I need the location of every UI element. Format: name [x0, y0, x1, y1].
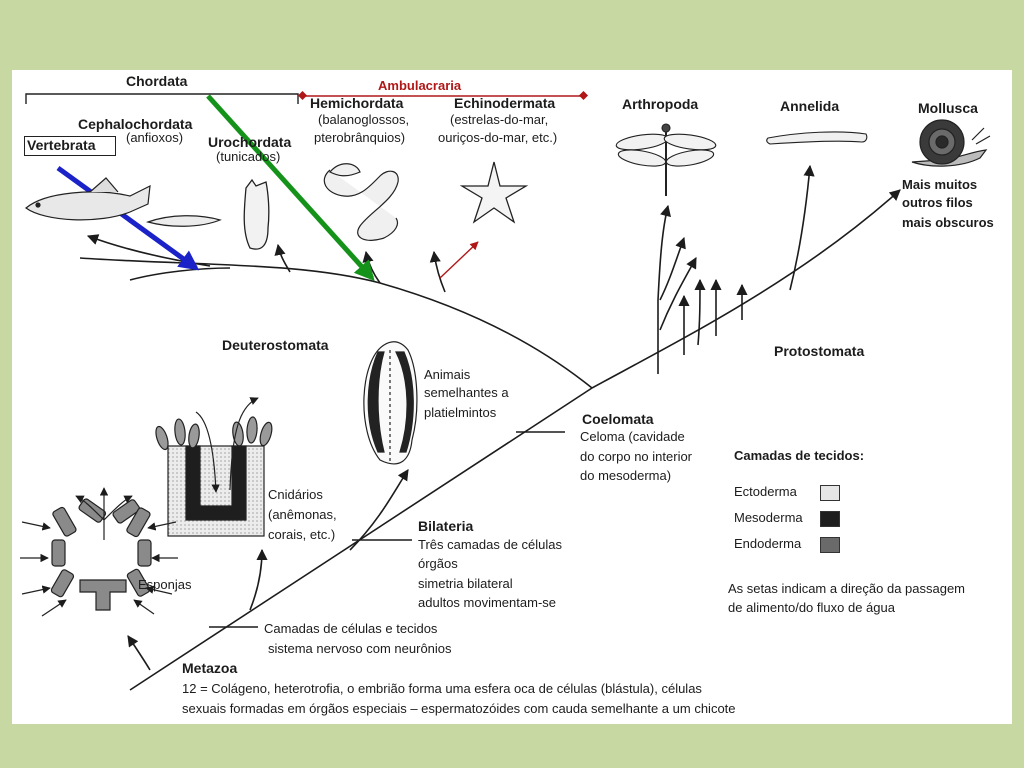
label-echinodermata-sub2: ouriços-do-mar, etc.) [438, 130, 558, 145]
label-bilateria-1: Três camadas de células [418, 537, 563, 552]
label-bilateria-2: órgãos [418, 556, 458, 571]
legend-mesoderm-swatch [820, 511, 840, 527]
diagram-panel [12, 70, 1012, 724]
label-platyhelminth-1: Animais [424, 367, 471, 382]
label-sponges: Esponjas [138, 577, 192, 592]
vertebrata-box [24, 136, 116, 156]
legend-note-1: As setas indicam a direção da passagem [728, 581, 966, 596]
legend-endoderm-swatch [820, 537, 840, 553]
label-hemichordata-sub2: pterobrânquios) [314, 130, 406, 145]
label-bilateria-4: adultos movimentam-se [418, 595, 556, 610]
label-chordata: Chordata [126, 73, 188, 89]
starfish-illustration [459, 161, 529, 224]
snail-illustration [911, 119, 991, 167]
label-vertebrata: Vertebrata [27, 137, 96, 153]
label-cnidaria-2: (anêmonas, [268, 507, 337, 522]
flatworm-illustration [363, 341, 418, 465]
sponge-illustration [20, 487, 178, 617]
label-platyhelminth-3: platielmintos [424, 405, 497, 420]
legend-mesoderm-label: Mesoderma [734, 510, 803, 525]
label-coelomata: Coelomata [582, 411, 654, 427]
label-ambulacraria: Ambulacraria [378, 78, 462, 93]
label-echinodermata: Echinodermata [454, 95, 556, 111]
tunicate-illustration [243, 178, 270, 250]
label-platyhelminth-2: semelhantes a [424, 385, 509, 400]
blue-pointer-arrow [56, 165, 200, 271]
label-coelomata-1: Celoma (cavidade [580, 429, 685, 444]
legend-endoderm-label: Endoderma [734, 536, 802, 551]
echinodermata-red-arrow [439, 241, 479, 279]
label-mollusca-sub3: mais obscuros [902, 215, 994, 230]
lancelet-illustration [146, 215, 222, 227]
label-arthropoda: Arthropoda [622, 96, 699, 112]
label-hemichordata-sub1: (balanoglossos, [318, 112, 410, 127]
label-tissues-2: sistema nervoso com neurônios [268, 641, 452, 656]
cnidarian-illustration [155, 397, 273, 537]
ambulacraria-bracket [297, 90, 589, 101]
earthworm-illustration [766, 131, 868, 145]
label-bilateria-3: simetria bilateral [418, 576, 513, 591]
fish-illustration [25, 177, 151, 221]
label-echinodermata-sub1: (estrelas-do-mar, [450, 112, 549, 127]
label-deuterostomata: Deuterostomata [222, 337, 329, 353]
dragonfly-illustration [615, 123, 717, 196]
label-bilateria: Bilateria [418, 518, 474, 534]
label-tissues-1: Camadas de células e tecidos [264, 621, 438, 636]
label-cnidaria-3: corais, etc.) [268, 527, 336, 542]
label-cnidaria-1: Cnidários [268, 487, 323, 502]
label-metazoa: Metazoa [182, 660, 238, 676]
legend-note-2: de alimento/do fluxo de água [728, 600, 895, 615]
chordata-bracket [25, 93, 299, 104]
label-cephalochordata: Cephalochordata [78, 116, 193, 132]
label-mollusca-sub1: Mais muitos [902, 177, 978, 192]
label-cephalochordata-sub: (anfioxos) [126, 130, 184, 145]
label-coelomata-3: do mesoderma) [580, 468, 672, 483]
label-mollusca: Mollusca [918, 100, 978, 116]
label-annelida: Annelida [780, 98, 840, 114]
acorn-worm-illustration [323, 163, 399, 241]
label-protostomata: Protostomata [774, 343, 865, 359]
label-coelomata-2: do corpo no interior [580, 449, 693, 464]
label-urochordata: Urochordata [208, 134, 292, 150]
label-metazoa-2: sexuais formadas em órgãos especiais – e… [182, 701, 736, 716]
legend-ectoderm-swatch [820, 485, 840, 501]
label-metazoa-1: 12 = Colágeno, heterotrofia, o embrião f… [182, 681, 702, 696]
label-hemichordata: Hemichordata [310, 95, 404, 111]
legend-title: Camadas de tecidos: [734, 448, 865, 463]
label-urochordata-sub: (tunicados) [216, 149, 281, 164]
label-mollusca-sub2: outros filos [902, 195, 973, 210]
green-pointer-arrow [206, 94, 375, 281]
legend-ectoderm-label: Ectoderma [734, 484, 797, 499]
